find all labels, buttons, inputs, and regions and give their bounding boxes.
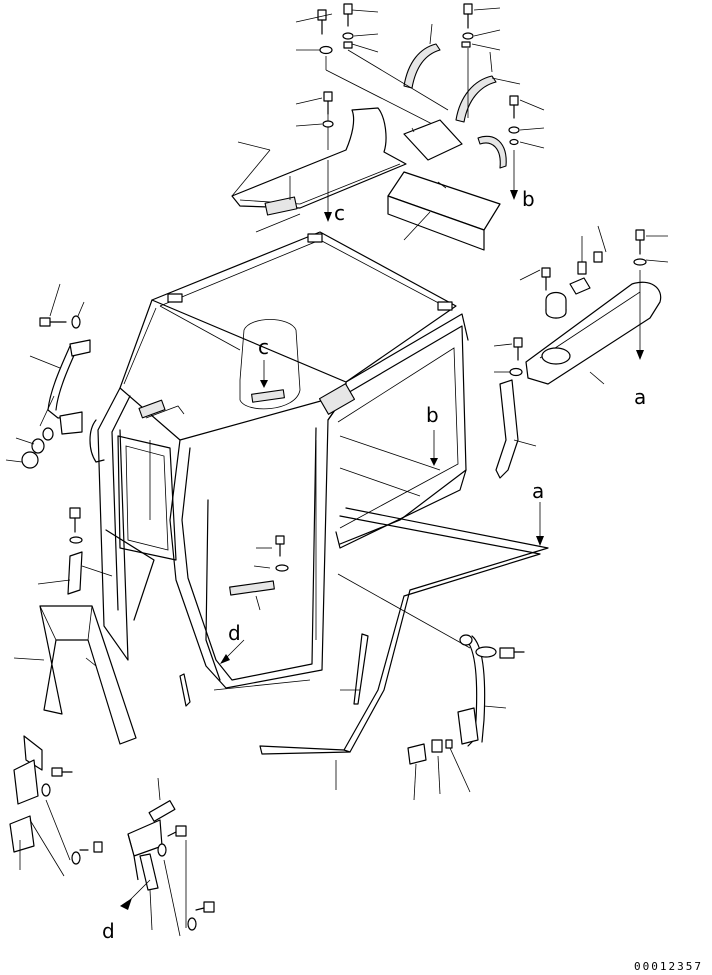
label-b-mid: b — [426, 403, 439, 427]
left-lower-bracket — [13, 507, 137, 745]
top-bracket-plate — [231, 107, 407, 233]
cab-assembly — [89, 231, 469, 691]
top-left-bolt-group — [295, 3, 379, 55]
front-small-plate — [229, 535, 289, 611]
arrow-d-mid — [179, 639, 245, 707]
right-bracket-assembly — [493, 225, 669, 479]
arrow-c-top — [324, 160, 332, 222]
label-a-mid: a — [532, 479, 544, 503]
document-number: 00012357 — [634, 960, 703, 973]
label-c-mid: c — [258, 335, 269, 359]
label-d-mid: d — [228, 621, 241, 645]
detail-b-callout — [430, 430, 438, 466]
label-b-top: b — [522, 187, 535, 211]
cover-channel — [387, 119, 501, 251]
top-right-bolt-group — [461, 3, 501, 51]
label-c-top: c — [334, 201, 345, 225]
bottom-center-parts — [120, 777, 215, 937]
arrow-a-mid — [536, 502, 544, 546]
grab-handle-right — [337, 573, 525, 801]
mid-right-bolt-group — [508, 95, 545, 149]
detail-c-callout — [159, 305, 301, 410]
bottom-left-parts — [9, 735, 103, 877]
plate-bolt — [295, 91, 334, 128]
assembly-guide-lines — [325, 48, 518, 200]
guard-rail — [259, 507, 549, 790]
grab-handle-left — [5, 283, 91, 469]
label-a-top: a — [634, 385, 646, 409]
label-d-bottom: d — [102, 919, 115, 943]
curved-bracket-group — [403, 23, 521, 169]
